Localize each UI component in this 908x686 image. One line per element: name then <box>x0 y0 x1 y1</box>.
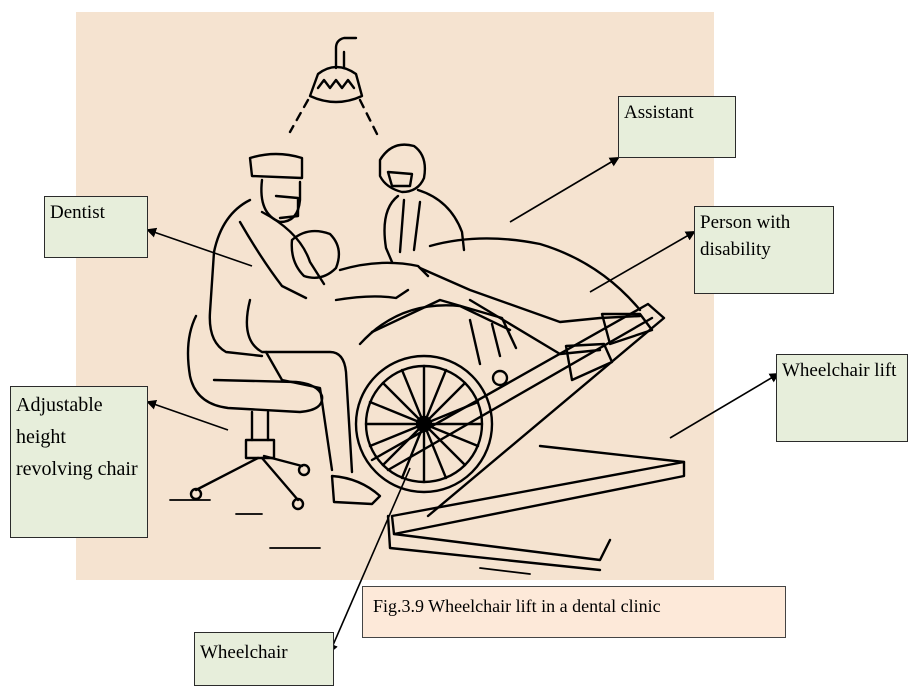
arrow-wheelchair <box>328 467 411 654</box>
dentist-figure <box>208 152 382 506</box>
arrow-person <box>589 231 696 293</box>
arrow-lift <box>669 372 780 439</box>
dental-lamp <box>288 36 380 138</box>
arrow-chair <box>146 399 229 431</box>
wheelchair-lift <box>370 302 686 572</box>
revolving-chair <box>186 314 324 511</box>
arrow-assistant <box>509 156 620 223</box>
assistant-figure <box>378 143 466 264</box>
label-dentist: Dentist <box>44 196 148 258</box>
label-person-with-disability: Person with disability <box>694 206 834 294</box>
label-assistant: Assistant <box>618 96 736 158</box>
figure-caption: Fig.3.9 Wheelchair lift in a dental clin… <box>362 586 786 638</box>
floor-lines <box>169 499 531 575</box>
label-wheelchair-lift: Wheelchair lift <box>776 354 908 442</box>
label-wheelchair: Wheelchair <box>194 632 334 686</box>
arrow-dentist <box>146 227 253 267</box>
label-adjustable-chair: Adjustable height revolving chair <box>10 386 148 538</box>
